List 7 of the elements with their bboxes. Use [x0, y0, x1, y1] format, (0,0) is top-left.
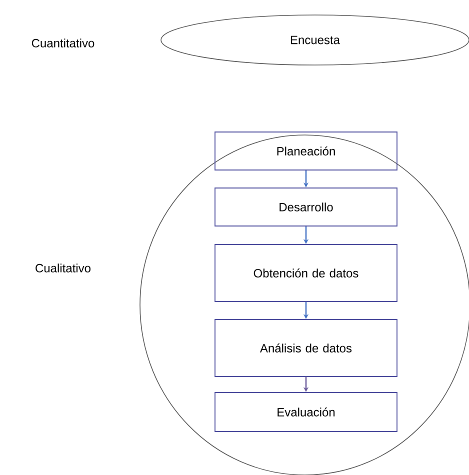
step-box: Evaluación	[214, 392, 398, 432]
step-box: Planeación	[214, 132, 398, 170]
step-box: Análisis de datos	[214, 319, 398, 377]
side-label: Cuantitativo	[32, 38, 94, 48]
step-box: Desarrollo	[214, 188, 398, 226]
side-label: Cualitativo	[36, 264, 90, 272]
step-box: Obtención de datos	[214, 244, 398, 302]
